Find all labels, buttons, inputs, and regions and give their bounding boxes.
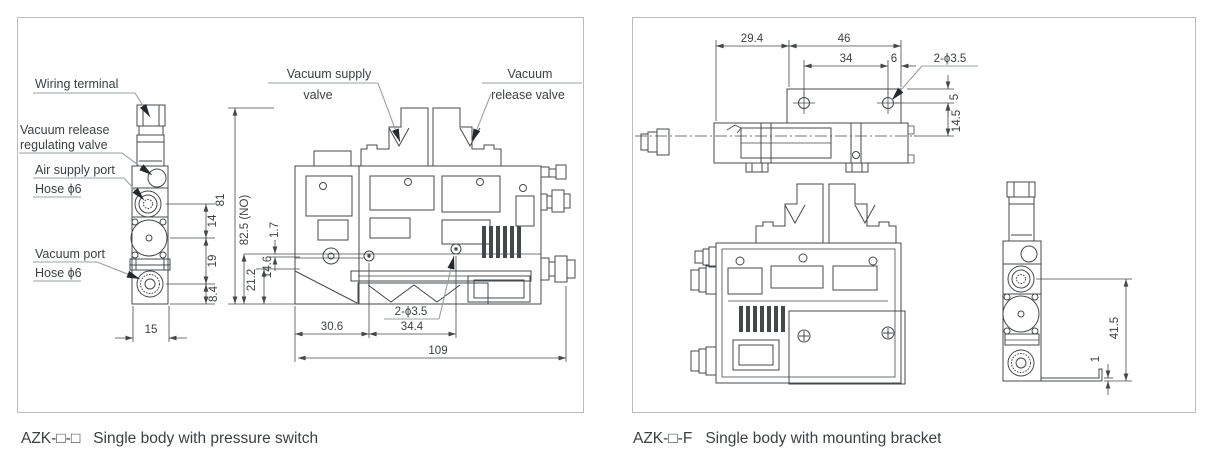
dim-6: 6: [891, 53, 897, 65]
label-release-valve-1: Vacuum: [508, 67, 553, 81]
side-view-bracket: [1002, 181, 1103, 382]
dim-29-4: 29.4: [741, 33, 764, 45]
caption-text-mounting-bracket: Single body with mounting bracket: [705, 430, 942, 447]
caption-code-azk-f: AZK-□-F: [633, 430, 693, 447]
dim-5: 5: [949, 94, 961, 100]
drawing-mounting-bracket: 29.4 46 34 6 2-ϕ3.5 5 14.5: [635, 33, 1132, 395]
label-reg-valve-1: Vacuum release: [20, 123, 109, 137]
dim-14-6: 14.6: [262, 256, 274, 278]
dim-holes-label-2: 2-ϕ3.5: [934, 53, 967, 65]
dim-109: 109: [428, 345, 447, 357]
label-reg-valve-2: regulating valve: [20, 138, 108, 152]
front-view: [244, 107, 576, 305]
side-view-dimensions: 14 19 8.4 15: [115, 203, 220, 342]
dim-8-4: 8.4: [208, 285, 220, 302]
dim-1-7: 1.7: [269, 222, 281, 238]
dim-41-5: 41.5: [1109, 317, 1121, 339]
front-view-bracket: [690, 183, 906, 385]
label-air-hose: Hose ϕ6: [35, 182, 82, 196]
dim-34: 34: [840, 53, 853, 65]
side-view-bracket-dimensions: 41.5 1: [1036, 278, 1132, 395]
dim-19: 19: [207, 255, 219, 268]
caption-pressure-switch: AZK-□-□ Single body with pressure switch: [21, 430, 318, 448]
dim-14: 14: [207, 214, 219, 227]
label-vac-hose: Hose ϕ6: [35, 266, 82, 280]
caption-code-azk: AZK-□-□: [21, 430, 81, 447]
caption-text-pressure-switch: Single body with pressure switch: [93, 430, 319, 447]
dim-15: 15: [145, 324, 158, 336]
dim-34-4: 34.4: [401, 321, 424, 333]
dim-46: 46: [838, 33, 851, 45]
label-supply-valve-2: valve: [303, 88, 332, 102]
dim-30-6: 30.6: [321, 321, 343, 333]
dim-81: 81: [215, 194, 227, 207]
dim-82-5-no: 82.5 (NO): [239, 195, 251, 246]
dim-21-2: 21.2: [246, 269, 258, 291]
side-view: [129, 104, 171, 305]
drawing-pressure-switch: 14 19 8.4 15: [19, 67, 582, 362]
panel-pressure-switch: 14 19 8.4 15: [17, 17, 584, 413]
dim-14-5: 14.5: [951, 110, 963, 132]
top-view-dimensions: 29.4 46 34 6 2-ϕ3.5 5 14.5: [715, 33, 978, 137]
label-release-valve-2: release valve: [491, 88, 565, 102]
caption-mounting-bracket: AZK-□-F Single body with mounting bracket: [633, 430, 941, 448]
front-view-dimensions: 81 82.5 (NO) 1.7 21.2 14.6 30.6 34.4 109…: [215, 107, 567, 362]
label-supply-valve-1: Vacuum supply: [287, 67, 372, 81]
dim-1: 1: [1090, 356, 1102, 362]
top-view: [635, 88, 916, 173]
label-air-supply-port: Air supply port: [35, 163, 115, 177]
dim-holes-label: 2-ϕ3.5: [395, 306, 428, 318]
label-vacuum-port: Vacuum port: [35, 247, 105, 261]
callout-labels: Wiring terminal Vacuum release regulatin…: [19, 67, 582, 282]
panel-mounting-bracket: 29.4 46 34 6 2-ϕ3.5 5 14.5: [632, 17, 1196, 413]
label-wiring-terminal: Wiring terminal: [35, 77, 118, 91]
